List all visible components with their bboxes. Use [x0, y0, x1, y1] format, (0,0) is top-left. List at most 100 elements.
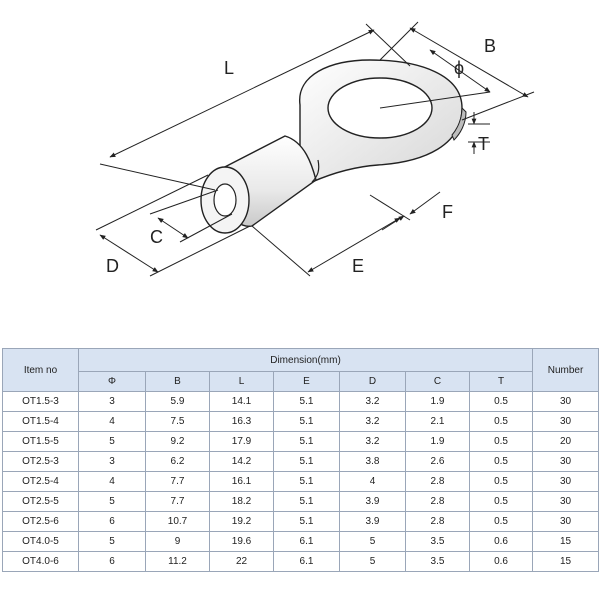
dim-label-T: T [478, 134, 489, 154]
dimension-lines [95, 21, 535, 277]
table-cell: 14.2 [209, 451, 274, 472]
table-cell: 5.1 [273, 471, 340, 492]
table-cell: 5.1 [273, 451, 340, 472]
dim-label-B: B [484, 36, 496, 56]
table-cell: 5.1 [273, 491, 340, 512]
table-cell: 2.1 [405, 411, 470, 432]
table-cell: 16.1 [209, 471, 274, 492]
table-cell: 30 [532, 491, 600, 512]
column-header: B [145, 371, 210, 392]
item-no-cell: OT4.0-6 [2, 551, 79, 572]
item-no-cell: OT1.5-5 [2, 431, 79, 452]
table-cell: 5.1 [273, 431, 340, 452]
table-cell: 30 [532, 391, 600, 412]
item-no-cell: OT2.5-4 [2, 471, 79, 492]
column-header: L [209, 371, 274, 392]
table-cell: 0.6 [468, 551, 534, 572]
table-cell: 6.1 [273, 531, 340, 552]
item-no-cell: OT1.5-3 [2, 391, 79, 412]
table-cell: 3 [78, 391, 146, 412]
table-cell: 4 [339, 471, 406, 492]
table-cell: 11.2 [145, 551, 210, 572]
header-item-no: Item no [2, 348, 79, 392]
table-cell: 0.6 [468, 531, 534, 552]
table-cell: 3.5 [405, 551, 470, 572]
table-cell: 6.2 [145, 451, 210, 472]
table-cell: 3.8 [339, 451, 406, 472]
table-cell: 5.1 [273, 411, 340, 432]
table-cell: 0.5 [468, 471, 534, 492]
dim-label-L: L [224, 58, 234, 78]
table-cell: 6 [78, 511, 146, 532]
table-cell: 5 [78, 491, 146, 512]
table-cell: 1.9 [405, 391, 470, 412]
table-cell: 5 [339, 551, 406, 572]
column-header: D [339, 371, 406, 392]
column-header: T [468, 371, 534, 392]
table-cell: 5 [339, 531, 406, 552]
table-cell: 9 [145, 531, 210, 552]
table-cell: 5 [78, 431, 146, 452]
table-cell: 3.9 [339, 491, 406, 512]
header-number: Number [532, 348, 600, 392]
table-cell: 7.7 [145, 491, 210, 512]
table-cell: 5 [78, 531, 146, 552]
table-cell: 9.2 [145, 431, 210, 452]
barrel-bore [213, 183, 237, 217]
table-cell: 3 [78, 451, 146, 472]
table-cell: 3.2 [339, 431, 406, 452]
table-cell: 1.9 [405, 431, 470, 452]
table-cell: 30 [532, 451, 600, 472]
table-cell: 4 [78, 471, 146, 492]
table-cell: 6.1 [273, 551, 340, 572]
table-cell: 4 [78, 411, 146, 432]
table-cell: 16.3 [209, 411, 274, 432]
table-cell: 19.6 [209, 531, 274, 552]
item-no-cell: OT2.5-6 [2, 511, 79, 532]
ring-terminal-drawing: L B ϕ T F E C D [95, 21, 535, 277]
table-cell: 0.5 [468, 491, 534, 512]
table-cell: 0.5 [468, 451, 534, 472]
table-cell: 15 [532, 531, 600, 552]
item-no-cell: OT1.5-4 [2, 411, 79, 432]
table-cell: 3.2 [339, 391, 406, 412]
column-header: Φ [78, 371, 146, 392]
table-cell: 6 [78, 551, 146, 572]
barrel [200, 135, 320, 234]
table-cell: 18.2 [209, 491, 274, 512]
table-cell: 5.1 [273, 391, 340, 412]
table-cell: 30 [532, 471, 600, 492]
table-cell: 2.8 [405, 471, 470, 492]
dim-label-C: C [150, 227, 163, 247]
table-cell: 0.5 [468, 391, 534, 412]
column-header: E [273, 371, 340, 392]
table-cell: 3.2 [339, 411, 406, 432]
dim-label-E: E [352, 256, 364, 276]
table-cell: 22 [209, 551, 274, 572]
table-cell: 10.7 [145, 511, 210, 532]
table-cell: 30 [532, 411, 600, 432]
table-cell: 19.2 [209, 511, 274, 532]
dim-label-D: D [106, 256, 119, 276]
table-cell: 15 [532, 551, 600, 572]
table-cell: 7.7 [145, 471, 210, 492]
table-cell: 20 [532, 431, 600, 452]
table-cell: 2.8 [405, 491, 470, 512]
header-dimension: Dimension(mm) [77, 348, 534, 372]
column-header: C [405, 371, 470, 392]
table-cell: 0.5 [468, 411, 534, 432]
table-cell: 30 [532, 511, 600, 532]
table-cell: 5.9 [145, 391, 210, 412]
item-no-cell: OT4.0-5 [2, 531, 79, 552]
